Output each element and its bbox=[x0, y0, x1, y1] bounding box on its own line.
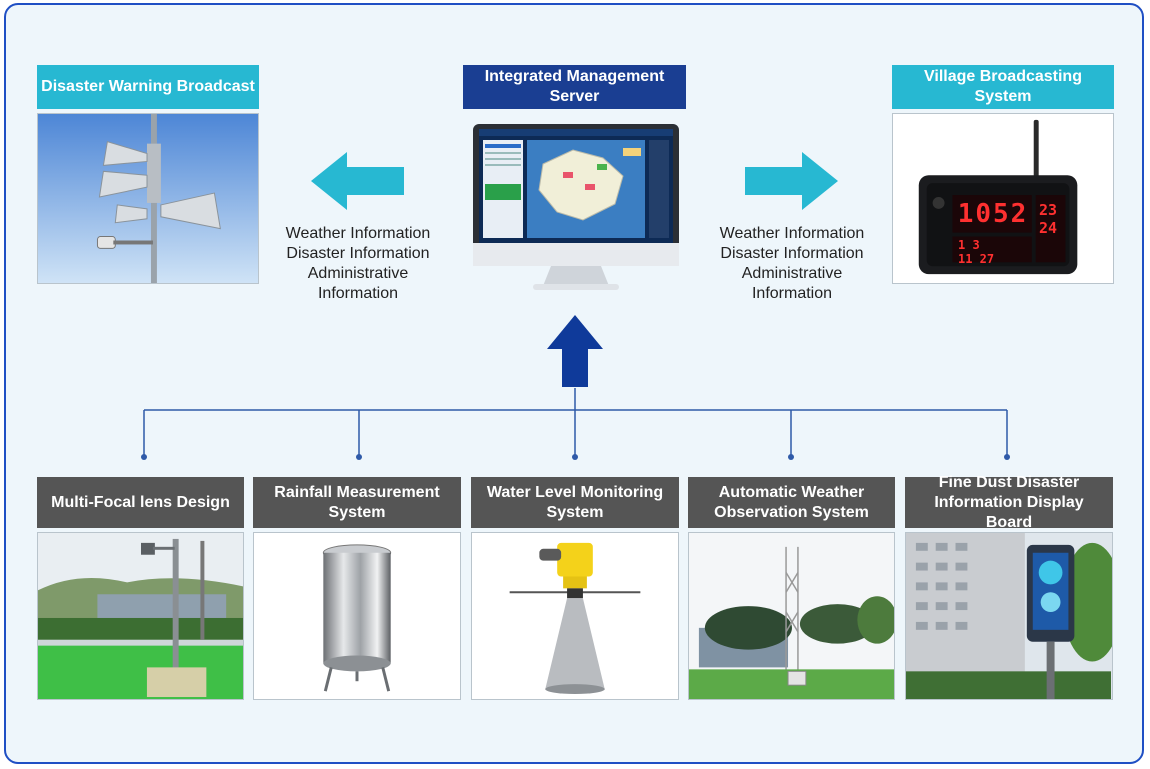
display-date-1: 1 3 bbox=[958, 238, 980, 252]
arrow-up-icon bbox=[547, 315, 603, 387]
arrow-right-icon bbox=[745, 152, 838, 210]
arrow-left-icon bbox=[311, 152, 404, 210]
water-level-sensor-photo bbox=[471, 532, 679, 700]
display-date-2: 11 27 bbox=[958, 252, 995, 266]
fine-dust-board-photo bbox=[905, 532, 1113, 700]
display-temp-2: 24 bbox=[1039, 219, 1058, 237]
siren-photo bbox=[37, 113, 259, 284]
water-level-monitoring-label: Water Level Monitoring System bbox=[471, 477, 679, 528]
multi-focal-lens-label: Multi-Focal lens Design bbox=[37, 477, 244, 528]
rainfall-gauge-photo bbox=[253, 532, 461, 700]
integrated-management-server-label: Integrated Management Server bbox=[463, 65, 686, 109]
display-time: 1052 bbox=[957, 199, 1029, 229]
automatic-weather-label: Automatic Weather Observation System bbox=[688, 477, 895, 528]
display-temp-1: 23 bbox=[1039, 201, 1058, 219]
multi-focal-lens-photo bbox=[37, 532, 244, 700]
server-monitor bbox=[473, 124, 679, 296]
fine-dust-display-label: Fine Dust Disaster Information Display B… bbox=[905, 474, 1113, 531]
village-display-photo bbox=[892, 113, 1114, 284]
disaster-warning-broadcast-label: Disaster Warning Broadcast bbox=[37, 65, 259, 109]
rainfall-measurement-label: Rainfall Measurement System bbox=[253, 477, 461, 528]
village-broadcasting-system-label: Village Broadcasting System bbox=[892, 65, 1114, 109]
weather-station-photo bbox=[688, 532, 895, 700]
